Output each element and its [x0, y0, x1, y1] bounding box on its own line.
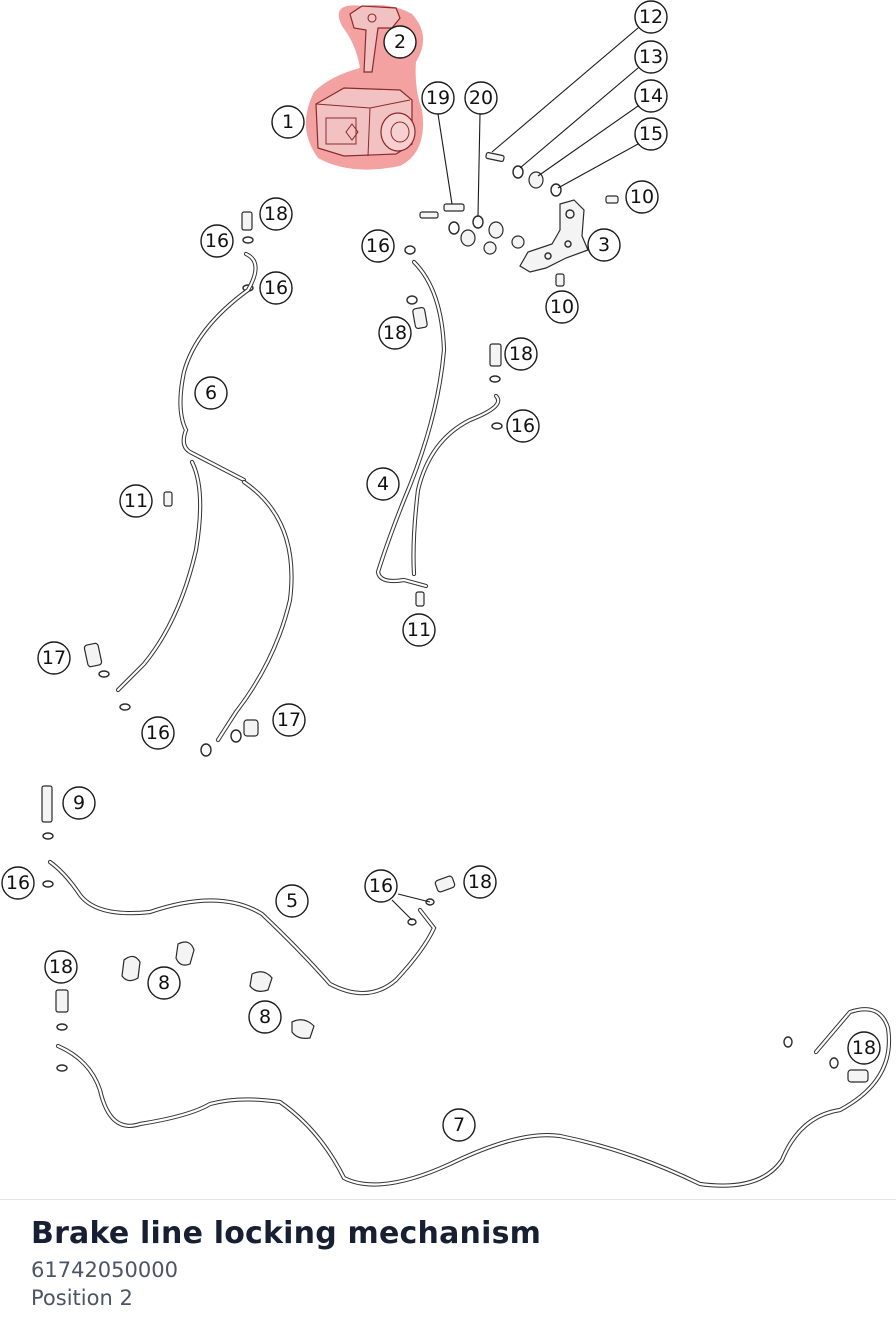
svg-text:10: 10 — [550, 296, 574, 318]
svg-text:5: 5 — [286, 890, 298, 912]
callout-18e[interactable]: 18 — [44, 950, 78, 984]
svg-text:16: 16 — [205, 230, 229, 252]
svg-text:4: 4 — [377, 473, 389, 495]
svg-text:9: 9 — [73, 792, 85, 814]
svg-text:1: 1 — [282, 111, 294, 133]
callout-16b[interactable]: 16 — [259, 271, 293, 305]
abs-holder-bracket — [519, 199, 589, 273]
part-info-footer: Brake line locking mechanism 61742050000… — [0, 1199, 896, 1336]
callout-8a[interactable]: 8 — [147, 966, 181, 1000]
callout-12[interactable]: 12 — [634, 0, 668, 34]
callout-9[interactable]: 9 — [62, 786, 96, 820]
callout-15[interactable]: 15 — [634, 117, 668, 151]
callout-10a[interactable]: 10 — [625, 180, 659, 214]
part-position: Position 2 — [31, 1286, 133, 1310]
callout-1[interactable]: 1 — [271, 105, 305, 139]
callout-14[interactable]: 14 — [634, 79, 668, 113]
callout-2[interactable]: 2 — [383, 25, 417, 59]
callout-18f[interactable]: 18 — [847, 1031, 881, 1065]
callout-16g[interactable]: 16 — [364, 869, 398, 903]
callout-20[interactable]: 20 — [464, 81, 498, 115]
callout-16d[interactable]: 16 — [506, 409, 540, 443]
svg-text:18: 18 — [852, 1037, 876, 1059]
svg-text:16: 16 — [146, 722, 170, 744]
callout-4[interactable]: 4 — [366, 467, 400, 501]
svg-text:8: 8 — [259, 1006, 271, 1028]
svg-text:18: 18 — [264, 203, 288, 225]
callout-8b[interactable]: 8 — [248, 1000, 282, 1034]
callout-16e[interactable]: 16 — [141, 716, 175, 750]
svg-text:18: 18 — [49, 956, 73, 978]
part-number: 61742050000 — [31, 1258, 178, 1282]
svg-text:16: 16 — [511, 415, 535, 437]
small-parts — [41, 211, 869, 1083]
callout-19[interactable]: 19 — [421, 81, 455, 115]
svg-text:16: 16 — [6, 872, 30, 894]
svg-text:6: 6 — [205, 382, 217, 404]
svg-text:11: 11 — [124, 490, 148, 512]
callout-6[interactable]: 6 — [194, 376, 228, 410]
callout-18c[interactable]: 18 — [504, 337, 538, 371]
callout-3[interactable]: 3 — [587, 228, 621, 262]
svg-text:14: 14 — [639, 85, 663, 107]
svg-text:3: 3 — [598, 234, 610, 256]
callout-16f[interactable]: 16 — [1, 866, 35, 900]
callout-11b[interactable]: 11 — [402, 613, 436, 647]
brake-hoses — [47, 251, 892, 1188]
callout-13[interactable]: 13 — [634, 40, 668, 74]
svg-text:17: 17 — [277, 709, 301, 731]
callout-10b[interactable]: 10 — [545, 290, 579, 324]
callout-7[interactable]: 7 — [442, 1108, 476, 1142]
callout-18b[interactable]: 18 — [378, 316, 412, 350]
svg-text:11: 11 — [407, 619, 431, 641]
callout-5[interactable]: 5 — [275, 884, 309, 918]
svg-text:16: 16 — [369, 875, 393, 897]
svg-text:18: 18 — [383, 322, 407, 344]
callout-11a[interactable]: 11 — [119, 484, 153, 518]
svg-text:16: 16 — [366, 235, 390, 257]
leader-lines — [391, 27, 639, 921]
fastener-cluster — [419, 151, 619, 287]
svg-text:10: 10 — [630, 186, 654, 208]
svg-text:19: 19 — [426, 87, 450, 109]
exploded-parts-diagram: 1 2 3 4 5 6 7 8 8 9 10 10 11 11 12 13 14… — [1, 0, 892, 1188]
svg-text:16: 16 — [264, 277, 288, 299]
svg-text:13: 13 — [639, 46, 663, 68]
callout-16c[interactable]: 16 — [361, 229, 395, 263]
svg-text:18: 18 — [509, 343, 533, 365]
callout-17a[interactable]: 17 — [37, 641, 71, 675]
svg-text:12: 12 — [639, 6, 663, 28]
hose-clips — [121, 941, 315, 1039]
part-title: Brake line locking mechanism — [31, 1216, 542, 1251]
svg-text:17: 17 — [42, 647, 66, 669]
callout-18d[interactable]: 18 — [463, 865, 497, 899]
svg-text:18: 18 — [468, 871, 492, 893]
abs-mount-bracket — [349, 5, 401, 73]
callout-16a[interactable]: 16 — [200, 224, 234, 258]
svg-text:15: 15 — [639, 123, 663, 145]
svg-text:7: 7 — [453, 1114, 465, 1136]
svg-text:8: 8 — [158, 972, 170, 994]
callout-18a[interactable]: 18 — [259, 197, 293, 231]
svg-text:20: 20 — [469, 87, 493, 109]
callout-17b[interactable]: 17 — [272, 703, 306, 737]
svg-text:2: 2 — [394, 31, 406, 53]
